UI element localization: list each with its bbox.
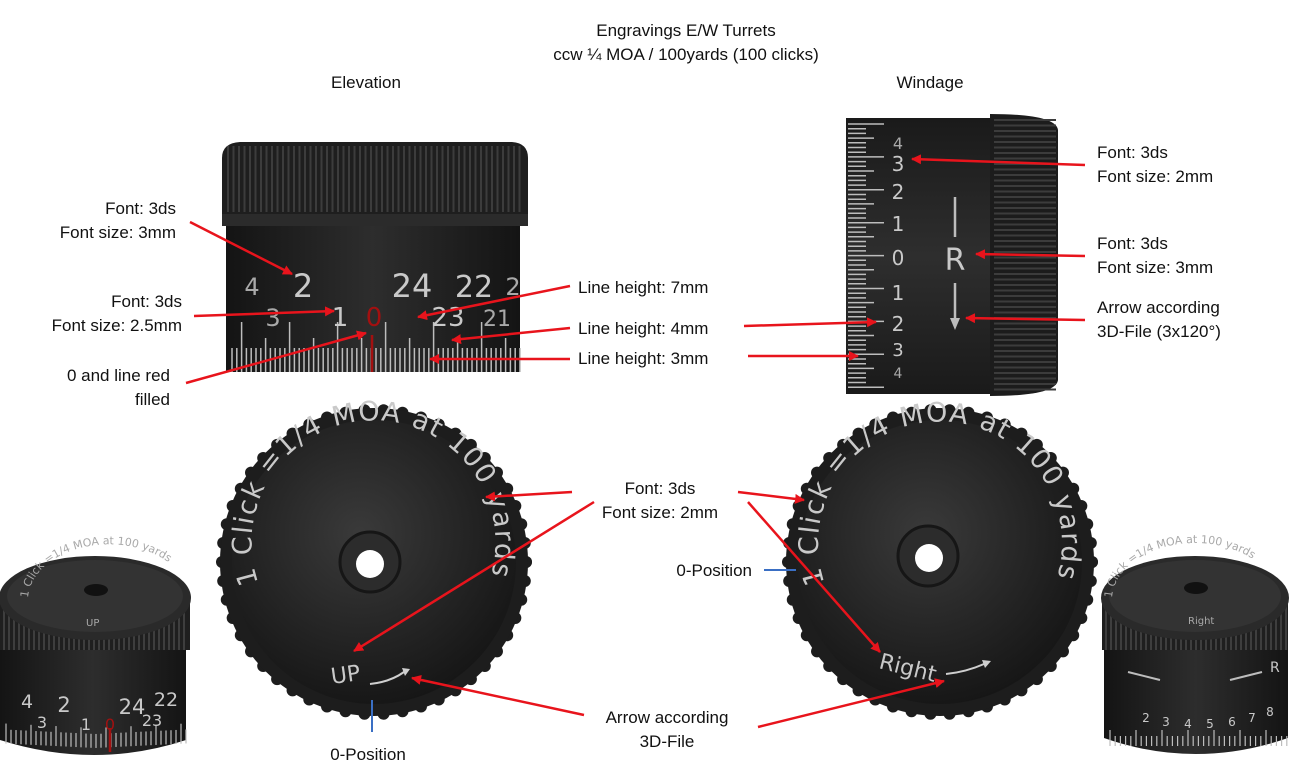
diagram-title: Engravings E/W Turrets [596, 21, 776, 40]
arrow-3dfile-left [411, 675, 585, 717]
elev-num-1: 1 [332, 303, 349, 333]
wind-num-1-bottom: 1 [892, 281, 905, 305]
wind-num-1-top: 1 [892, 212, 905, 236]
small-right-num-2: 2 [1142, 711, 1150, 725]
wind-arrow-head [950, 318, 960, 330]
elev-num-2-edge: 2 [505, 273, 520, 301]
elevation-knurling [227, 146, 521, 212]
label-elev-font-25mm-line1: Font: 3ds [111, 292, 182, 311]
small-right-letter-r: R [1270, 660, 1280, 676]
elevation-cap-arrow-icon [369, 671, 405, 685]
small-right-num-7: 7 [1248, 711, 1256, 725]
label-zero-position-right: 0-Position [676, 561, 752, 580]
small-right-num-4: 4 [1184, 717, 1192, 731]
wind-num-0: 0 [892, 246, 905, 270]
wind-num-4-top: 4 [893, 134, 903, 153]
small-left-num-24: 24 [119, 695, 146, 719]
label-line-4mm: Line height: 4mm [578, 319, 708, 338]
elev-num-2: 2 [293, 267, 313, 305]
label-line-7mm: Line height: 7mm [578, 278, 708, 297]
arrow-wind-font-2mm [911, 154, 1086, 167]
small-left-num-2: 2 [57, 693, 70, 717]
arrow-cap-left-text [485, 490, 573, 502]
small-left-num-4: 4 [21, 691, 33, 713]
windage-scale-lines [848, 123, 884, 388]
elev-num-4: 4 [244, 273, 259, 301]
windage-knurling [994, 119, 1056, 391]
elev-num-21: 21 [483, 307, 511, 332]
elev-num-22: 22 [455, 270, 493, 305]
label-line-3mm: Line height: 3mm [578, 349, 708, 368]
elevation-cap-top: 1 Click =1/4 MOA at 100 yards UP [216, 396, 532, 720]
small-left-num-0: 0 [105, 715, 115, 734]
small-right-num-5: 5 [1206, 717, 1214, 731]
small-right-num-6: 6 [1228, 715, 1236, 729]
elevation-turret-side: 4 2 24 22 2 3 1 0 23 21 [222, 142, 528, 372]
small-right-num-8: 8 [1266, 705, 1274, 719]
wind-letter-r: R [945, 243, 966, 278]
arrow-elev-font-25mm [193, 306, 335, 318]
label-elev-font-3mm-line2: Font size: 3mm [60, 223, 176, 242]
diagram-subtitle: ccw ¼ MOA / 100yards (100 clicks) [553, 45, 818, 64]
arrow-wind-line-4mm [743, 317, 877, 328]
elevation-label: Elevation [331, 73, 401, 92]
arrow-cap-left-up [353, 500, 595, 653]
windage-cap-arrow-icon [945, 663, 985, 675]
elev-num-24: 24 [392, 267, 433, 305]
callout-labels: Font: 3ds Font size: 3mm Font: 3ds Font … [52, 143, 1221, 764]
arrow-wind-arrow [965, 313, 1086, 324]
wind-num-2-top: 2 [892, 180, 905, 204]
windage-turret-3d: 1 Click =1/4 MOA at 100 yards Right R 2 … [1101, 533, 1289, 754]
arrow-cap-right-word [747, 501, 881, 653]
label-cap-font-line1: Font: 3ds [625, 479, 696, 498]
label-wind-font-2mm-line2: Font size: 2mm [1097, 167, 1213, 186]
label-zero-red-line2: filled [135, 390, 170, 409]
elevation-cap-up: UP [329, 661, 362, 690]
wind-num-3-top: 3 [892, 152, 905, 176]
label-wind-font-2mm-line1: Font: 3ds [1097, 143, 1168, 162]
wind-num-4-bottom: 4 [894, 366, 903, 382]
label-elev-font-3mm-line1: Font: 3ds [105, 199, 176, 218]
label-wind-arrow-line2: 3D-File (3x120°) [1097, 322, 1221, 341]
arrow-line-4mm [451, 326, 571, 345]
small-left-num-1: 1 [81, 715, 91, 734]
elevation-turret-3d: 1 Click =1/4 MOA at 100 yards UP 4 2 3 1… [0, 534, 191, 755]
arrow-zero-red [185, 330, 367, 385]
arrow-3dfile-right [757, 678, 945, 729]
arrow-cap-right-text [737, 490, 805, 504]
arrow-line-7mm [417, 284, 571, 321]
label-wind-font-3mm-line2: Font size: 3mm [1097, 258, 1213, 277]
windage-turret-side: 4 3 2 1 0 1 2 3 4 R [846, 114, 1058, 396]
windage-label: Windage [896, 73, 963, 92]
windage-cap-top: 1 Click =1/4 MOA at 100 yards Right [782, 397, 1098, 720]
small-left-cap-up: UP [86, 618, 99, 629]
elev-num-0-red: 0 [366, 303, 383, 333]
small-right-cap-word: Right [1188, 616, 1214, 627]
label-elev-font-25mm-line2: Font size: 2.5mm [52, 316, 182, 335]
label-wind-arrow-line1: Arrow according [1097, 298, 1220, 317]
label-zero-red-line1: 0 and line red [67, 366, 170, 385]
small-left-num-23: 23 [142, 711, 162, 730]
label-arrow-3dfile-line2: 3D-File [640, 732, 695, 751]
elev-num-3: 3 [265, 304, 280, 332]
small-right-num-3: 3 [1162, 715, 1170, 729]
callout-arrows [185, 154, 1086, 729]
label-zero-position-left: 0-Position [330, 745, 406, 764]
label-wind-font-3mm-line1: Font: 3ds [1097, 234, 1168, 253]
small-left-num-3: 3 [37, 713, 47, 732]
arrow-wind-font-3mm [975, 249, 1086, 260]
elevation-cap-hole [356, 550, 384, 578]
small-left-num-22: 22 [154, 689, 178, 711]
windage-cap-hole [915, 544, 943, 572]
wind-num-3-bottom: 3 [892, 340, 903, 361]
arrow-elev-font-3mm [189, 220, 293, 276]
wind-num-2-bottom: 2 [892, 312, 905, 336]
label-cap-font-line2: Font size: 2mm [602, 503, 718, 522]
label-arrow-3dfile-line1: Arrow according [606, 708, 729, 727]
